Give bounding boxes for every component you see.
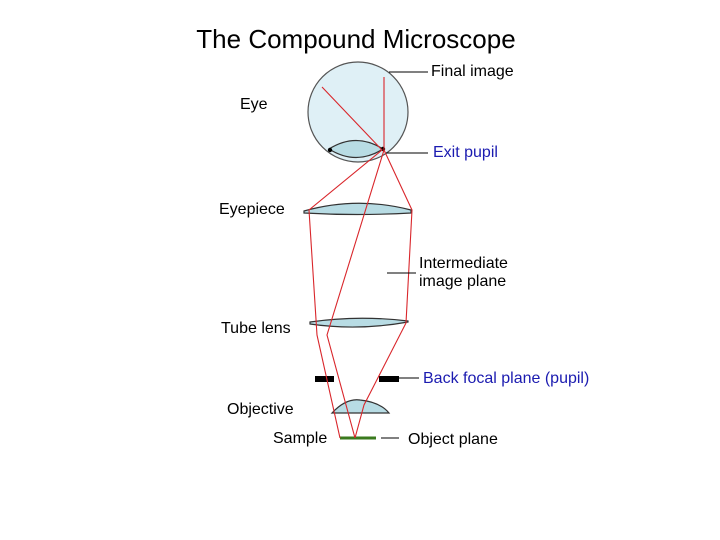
eyepiece-lens [303, 202, 412, 216]
back-focal-plane-label: Back focal plane (pupil) [423, 370, 590, 387]
exit-pupil-label: Exit pupil [433, 144, 498, 161]
intermediate-label-line1: Intermediate [419, 255, 508, 272]
eye-shape [307, 61, 409, 163]
tube-lens-label: Tube lens [221, 320, 291, 337]
ray-1 [308, 86, 383, 439]
objective-label: Objective [227, 401, 294, 418]
intermediate-label-line2: image plane [419, 273, 507, 291]
tube-lens [309, 317, 409, 328]
eye-label: Eye [240, 96, 268, 113]
final-image-label: Final image [431, 63, 514, 80]
object-plane-label: Object plane [408, 431, 498, 448]
ray-3 [354, 149, 413, 439]
sample-label: Sample [273, 430, 328, 447]
eye-lens-edge-left [327, 147, 333, 153]
back-focal-plane-stop-right [379, 376, 399, 382]
ray-2 [326, 77, 385, 439]
diagram-title: The Compound Microscope [196, 24, 516, 54]
eyepiece-label: Eyepiece [219, 201, 285, 218]
back-focal-plane-stop-left [315, 376, 334, 382]
ray-paths [308, 77, 413, 439]
leader-lines [381, 71, 428, 439]
objective-lens [330, 399, 391, 414]
intermediate-image-plane-label: Intermediate image plane [419, 255, 508, 292]
